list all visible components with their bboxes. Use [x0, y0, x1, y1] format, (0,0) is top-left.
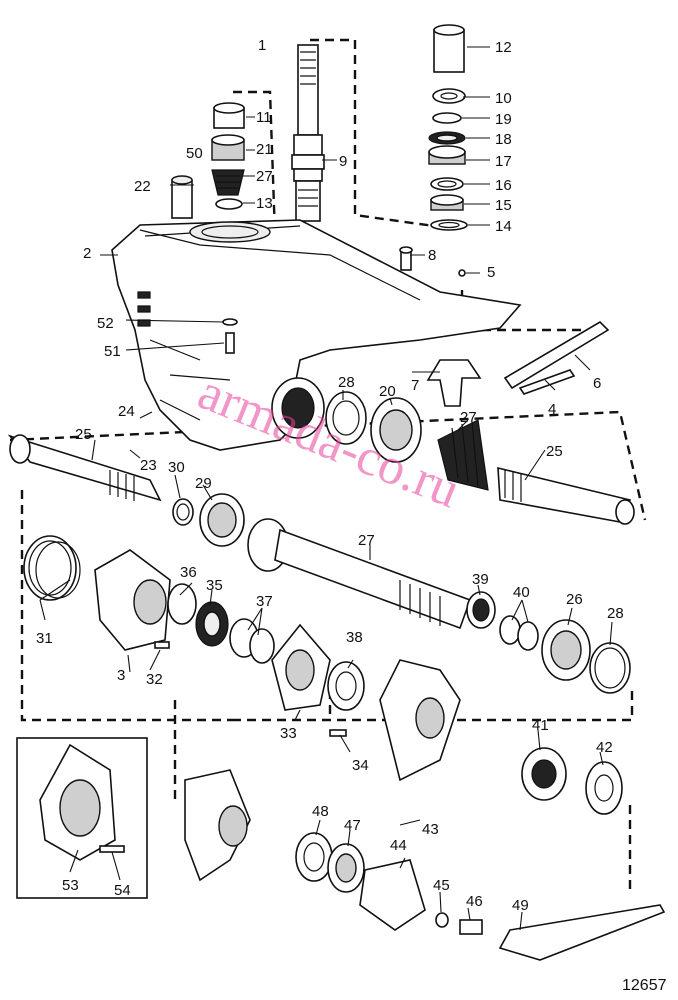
- inset-detail-box: [16, 737, 148, 899]
- callout-50: 50: [186, 145, 203, 162]
- upper-drive-shaft: [291, 44, 325, 222]
- callout-35: 35: [206, 577, 223, 594]
- callout-19: 19: [495, 111, 512, 128]
- callout-25: 25: [75, 426, 92, 443]
- callout-53: 53: [62, 877, 79, 894]
- callout-14: 14: [495, 218, 512, 235]
- callout-33: 33: [280, 725, 297, 742]
- callout-8: 8: [428, 247, 436, 264]
- left-bearing-stack: [171, 102, 245, 219]
- callout-31: 31: [36, 630, 53, 647]
- callout-42: 42: [596, 739, 613, 756]
- callout-26: 26: [566, 591, 583, 608]
- catalog-number: 12657: [622, 977, 667, 994]
- callout-27: 27: [358, 532, 375, 549]
- callout-27: 27: [460, 409, 477, 426]
- callout-12: 12: [495, 39, 512, 56]
- callout-52: 52: [97, 315, 114, 332]
- leader-lines: [39, 46, 613, 931]
- callout-15: 15: [495, 197, 512, 214]
- callout-24: 24: [118, 403, 135, 420]
- callout-48: 48: [312, 803, 329, 820]
- callout-49: 49: [512, 897, 529, 914]
- callout-27: 27: [256, 168, 273, 185]
- callout-46: 46: [466, 893, 483, 910]
- callout-22: 22: [134, 178, 151, 195]
- callout-6: 6: [593, 375, 601, 392]
- callout-25: 25: [546, 443, 563, 460]
- callout-11: 11: [256, 109, 272, 126]
- callout-43: 43: [422, 821, 439, 838]
- bottom-row-parts: [184, 769, 666, 961]
- lower-row-parts: [271, 623, 623, 815]
- callout-30: 30: [168, 459, 185, 476]
- right-bearing-stack: [428, 24, 468, 231]
- callout-34: 34: [352, 757, 369, 774]
- callout-47: 47: [344, 817, 361, 834]
- callout-17: 17: [495, 153, 512, 170]
- callout-44: 44: [390, 837, 407, 854]
- callout-51: 51: [104, 343, 121, 360]
- callout-10: 10: [495, 90, 512, 107]
- callout-20: 20: [379, 383, 396, 400]
- callout-labels: 1234567891011121314151617181920212223242…: [36, 37, 624, 914]
- callout-28: 28: [338, 374, 355, 391]
- callout-21: 21: [256, 141, 273, 158]
- callout-29: 29: [195, 475, 212, 492]
- callout-13: 13: [256, 195, 273, 212]
- prop-shaft-assembly: [7, 391, 635, 630]
- callout-38: 38: [346, 629, 363, 646]
- callout-54: 54: [114, 882, 131, 899]
- gear-housing: [111, 219, 522, 451]
- middle-row-parts: [23, 535, 631, 694]
- callout-45: 45: [433, 877, 450, 894]
- callout-23: 23: [140, 457, 157, 474]
- callout-39: 39: [472, 571, 489, 588]
- callout-28: 28: [607, 605, 624, 622]
- callout-18: 18: [495, 131, 512, 148]
- callout-16: 16: [495, 177, 512, 194]
- callout-7: 7: [411, 377, 419, 394]
- callout-5: 5: [487, 264, 495, 281]
- callout-2: 2: [83, 245, 91, 262]
- callout-36: 36: [180, 564, 197, 581]
- callout-40: 40: [513, 584, 530, 601]
- callout-32: 32: [146, 671, 163, 688]
- callout-9: 9: [339, 153, 347, 170]
- callout-37: 37: [256, 593, 273, 610]
- callout-1: 1: [258, 37, 266, 54]
- callout-4: 4: [548, 401, 556, 418]
- callout-41: 41: [532, 717, 549, 734]
- callout-3: 3: [117, 667, 125, 684]
